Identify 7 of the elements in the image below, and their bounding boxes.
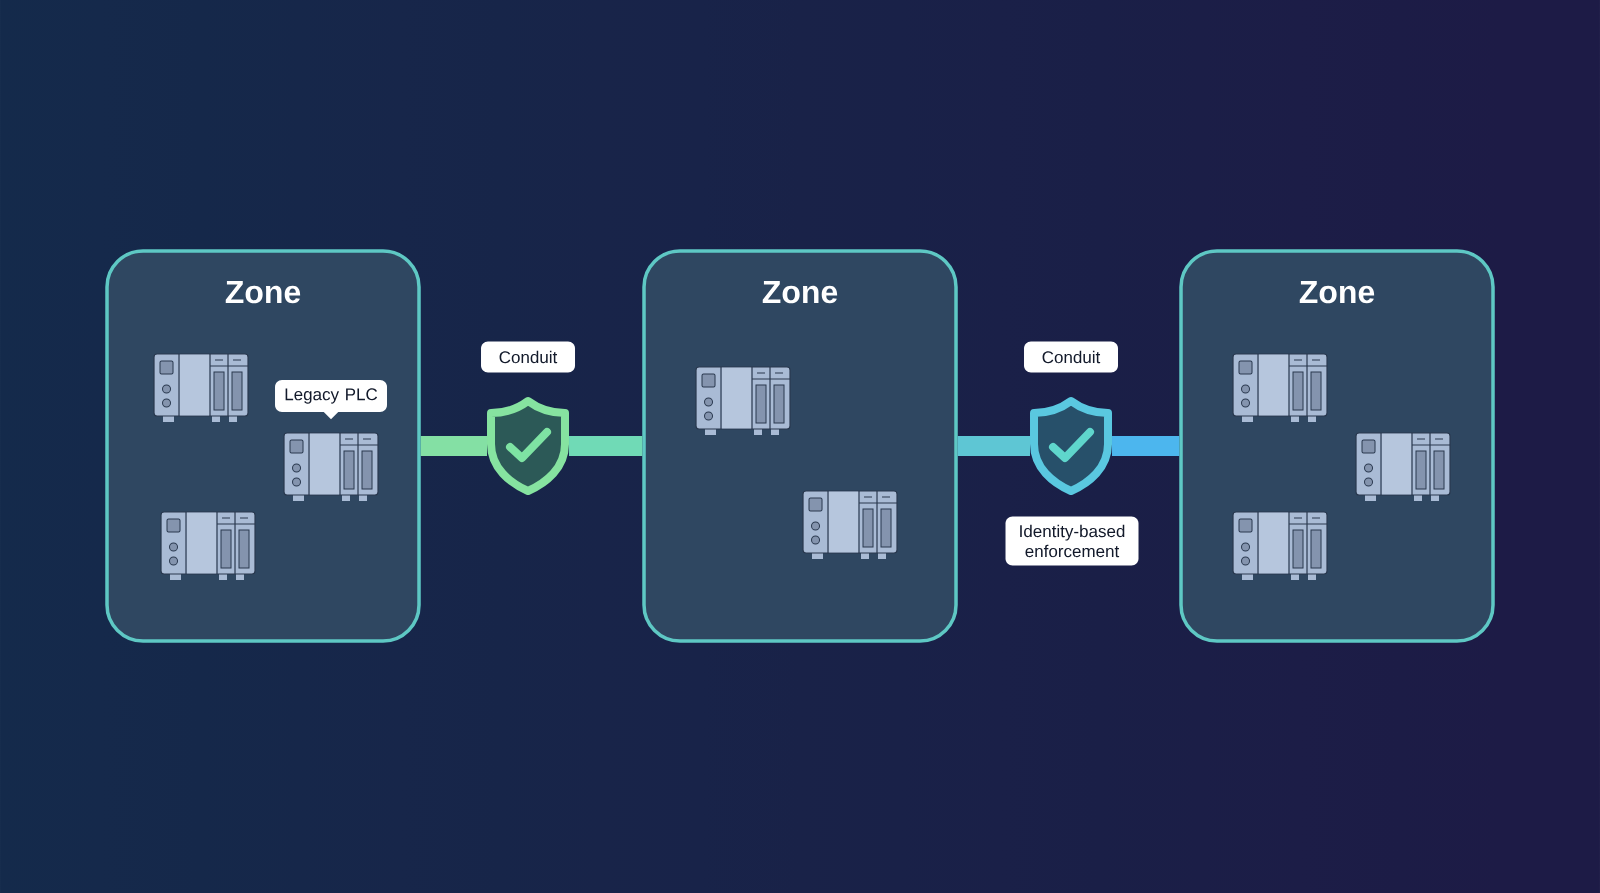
connector-bar [957,436,1030,456]
label-tag: Conduit [481,341,575,373]
label-tag: Conduit [1024,341,1118,373]
label-tag: Identity-based enforcement [1005,516,1139,566]
connector-bar [569,436,643,456]
connector-bar [420,436,487,456]
connector-bar [1112,436,1180,456]
